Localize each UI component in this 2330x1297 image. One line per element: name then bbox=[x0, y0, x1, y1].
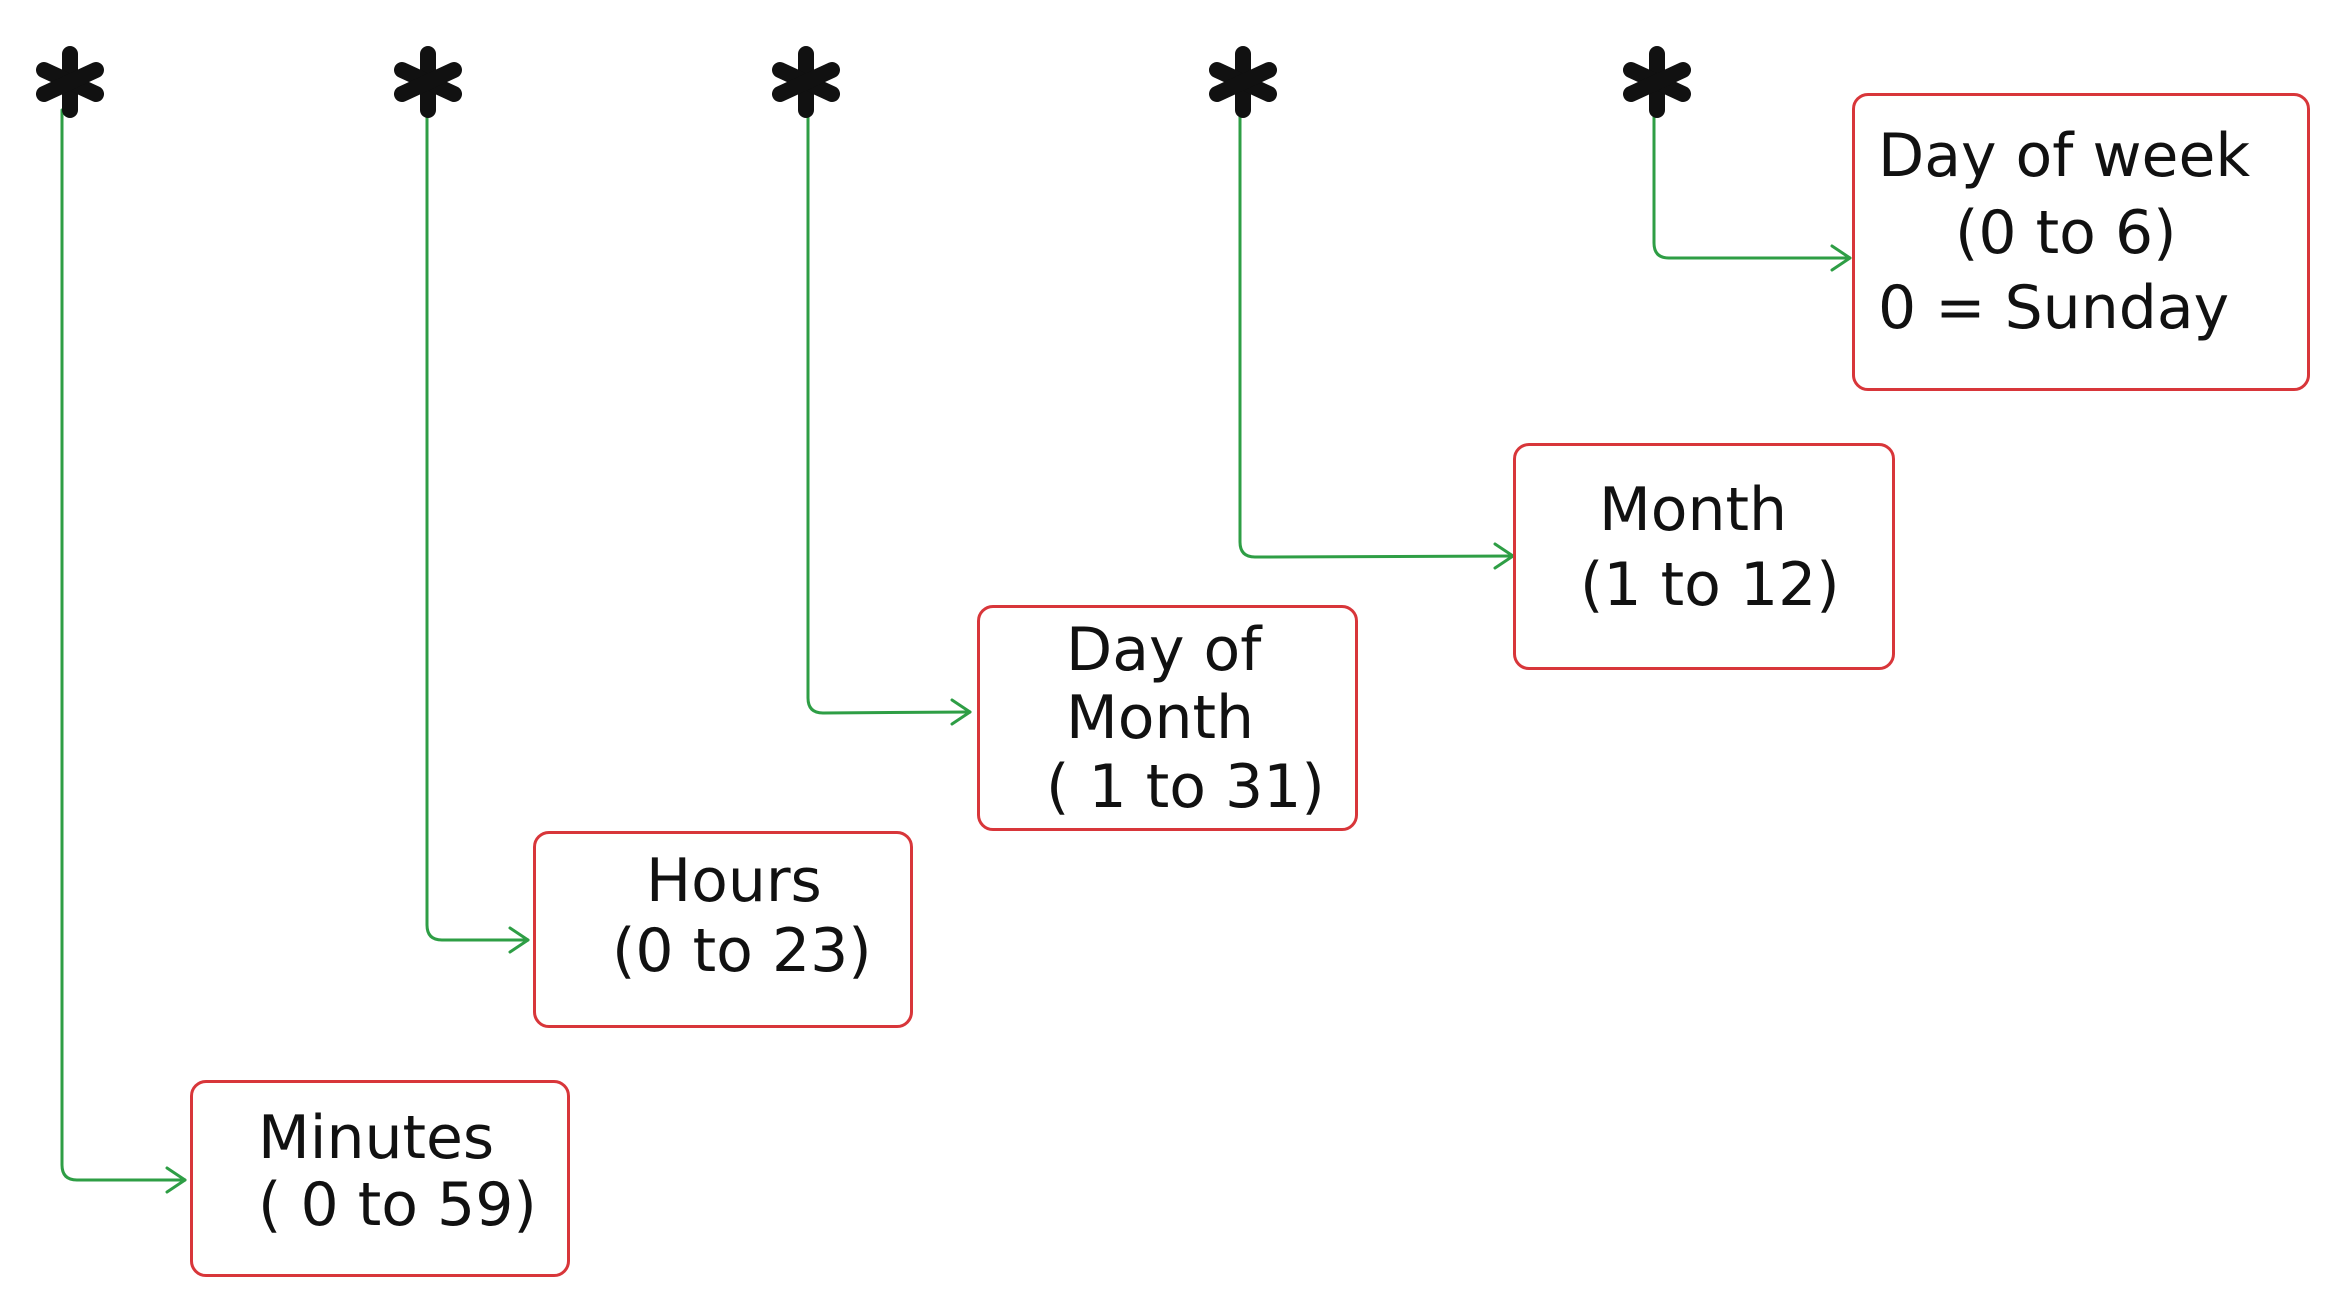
arrowhead-day-of-week bbox=[1830, 244, 1852, 272]
hours-range: (0 to 23) bbox=[612, 916, 872, 986]
day-of-month-box bbox=[977, 605, 1358, 831]
minutes-label: Minutes bbox=[258, 1103, 495, 1173]
month-box bbox=[1513, 443, 1895, 670]
connector-month bbox=[1238, 103, 1515, 559]
arrowhead-minutes bbox=[165, 1166, 187, 1194]
day-of-month-label-line1: Day of bbox=[1066, 615, 1262, 685]
hours-label: Hours bbox=[646, 846, 822, 916]
minutes-range: ( 0 to 59) bbox=[258, 1170, 537, 1240]
connector-hours bbox=[425, 103, 530, 942]
day-of-week-box bbox=[1852, 93, 2310, 391]
day-of-month-range: ( 1 to 31) bbox=[1046, 752, 1325, 822]
connector-day-of-month bbox=[806, 103, 972, 715]
day-of-month-label-line2: Month bbox=[1066, 683, 1255, 753]
asterisk-icon bbox=[1203, 42, 1283, 122]
asterisk-icon bbox=[30, 42, 110, 122]
asterisk-icon bbox=[766, 42, 846, 122]
day-of-week-range: (0 to 6) bbox=[1955, 198, 2177, 268]
day-of-week-label: Day of week bbox=[1878, 121, 2251, 191]
hours-box bbox=[533, 831, 913, 1028]
arrowhead-hours bbox=[508, 926, 530, 954]
month-range: (1 to 12) bbox=[1580, 550, 1840, 620]
month-label: Month bbox=[1599, 475, 1788, 545]
day-of-week-note: 0 = Sunday bbox=[1878, 273, 2230, 343]
asterisk-icon bbox=[1617, 42, 1697, 122]
asterisk-icon bbox=[388, 42, 468, 122]
arrowhead-day-of-month bbox=[950, 698, 972, 726]
connector-minutes bbox=[60, 108, 187, 1182]
minutes-box bbox=[190, 1080, 570, 1277]
connector-day-of-week bbox=[1652, 103, 1852, 260]
